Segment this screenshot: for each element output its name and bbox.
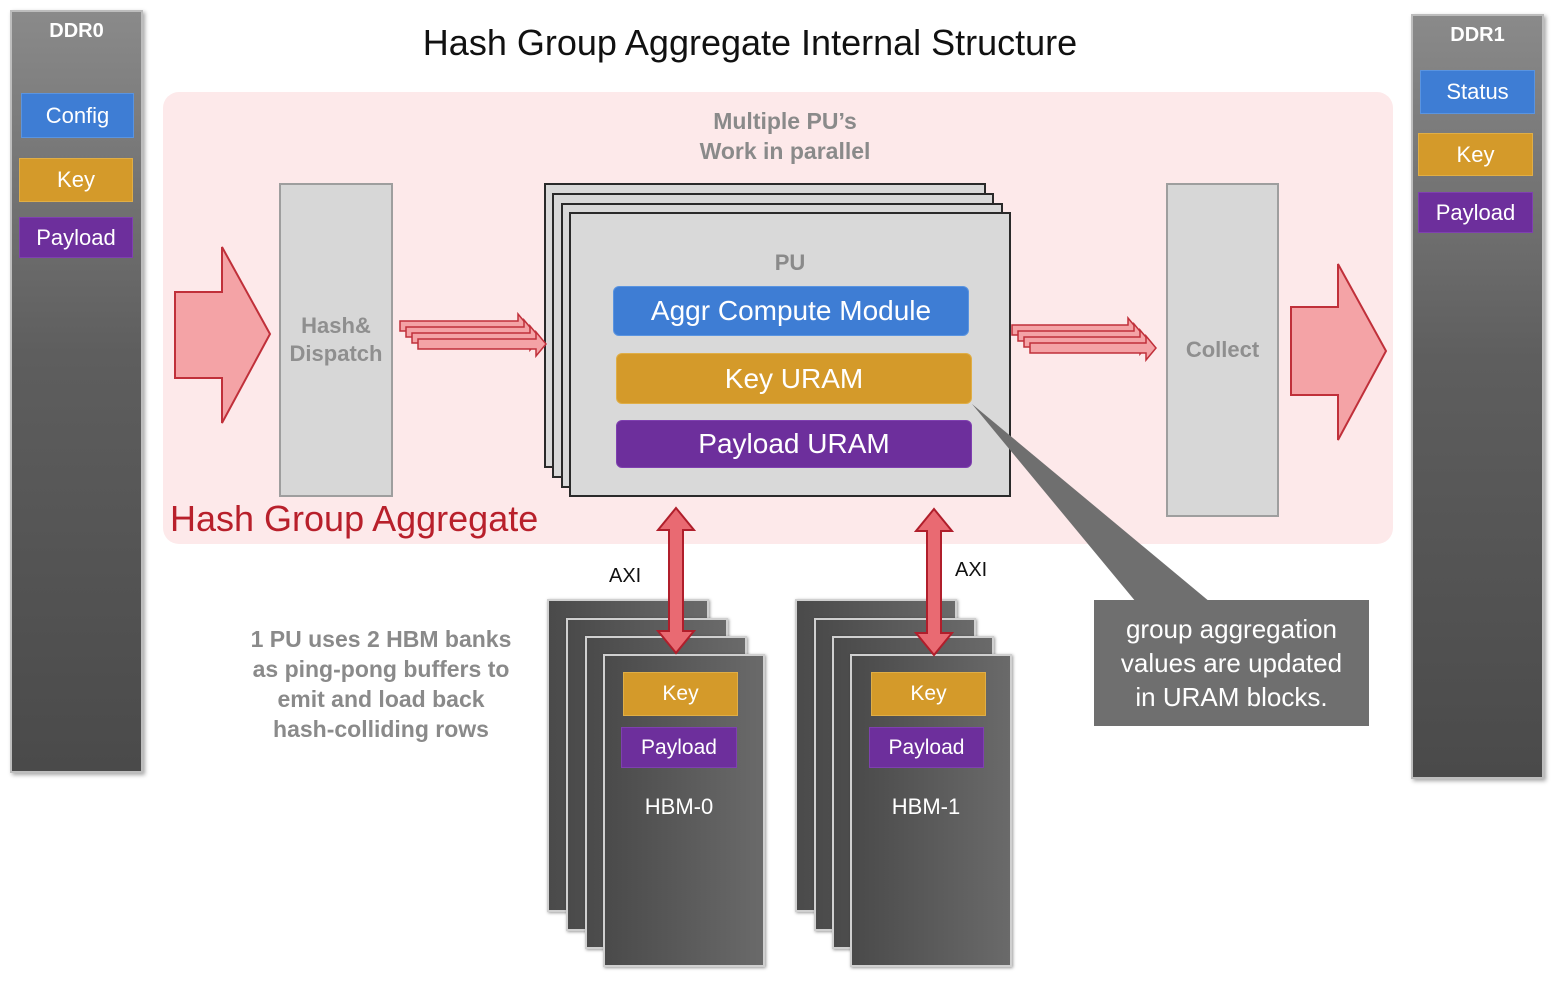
uram-update-callout: group aggregation values are updated in … (1094, 600, 1369, 726)
axi-label-hbm0: AXI (609, 565, 642, 587)
ddr0-key-tag: Key (19, 158, 133, 202)
hash-dispatch-line2: Dispatch (289, 341, 383, 366)
parallel-note-line1: Multiple PU’s (713, 108, 857, 134)
output-arrow (1290, 263, 1388, 441)
hash-dispatch-block: Hash& Dispatch (279, 183, 393, 497)
key-uram-module: Key URAM (616, 353, 972, 404)
hash-dispatch-line1: Hash& (301, 313, 371, 338)
dispatch-arrows (399, 311, 547, 359)
callout-line1: group aggregation (1125, 614, 1338, 644)
hbm0-key-tag: Key (623, 672, 738, 716)
hbm1-label: HBM-1 (891, 794, 961, 819)
hbm0-payload-tag: Payload (621, 727, 737, 768)
collect-arrows (1011, 315, 1157, 363)
hbm-note-line3: emit and load back (277, 686, 485, 712)
ddr1-label: DDR1 (1450, 24, 1505, 46)
aggr-compute-module: Aggr Compute Module (613, 286, 969, 336)
axi-label-hbm1: AXI (955, 559, 988, 581)
ddr1-status-tag: Status (1420, 70, 1535, 114)
hbm1-key-tag: Key (871, 672, 986, 716)
callout-line2: values are updated (1120, 648, 1343, 678)
callout-pointer (972, 404, 1210, 602)
hbm-note-line2: as ping-pong buffers to (252, 656, 510, 682)
pu-label: PU (774, 250, 806, 275)
input-arrow (174, 246, 272, 424)
axi-arrow-hbm1 (913, 507, 955, 657)
region-label: Hash Group Aggregate (170, 498, 539, 539)
parallel-note: Multiple PU’s Work in parallel (640, 106, 930, 166)
parallel-note-line2: Work in parallel (699, 138, 871, 164)
hbm0-label: HBM-0 (644, 794, 714, 819)
hbm-note-line4: hash-colliding rows (273, 716, 489, 742)
collect-block: Collect (1166, 183, 1279, 517)
axi-arrow-hbm0 (655, 506, 697, 655)
callout-line3: in URAM blocks. (1135, 682, 1328, 712)
hbm-note-line1: 1 PU uses 2 HBM banks (250, 626, 512, 652)
ddr1-payload-tag: Payload (1418, 192, 1533, 233)
diagram-title: Hash Group Aggregate Internal Structure (422, 22, 1078, 63)
hbm1-payload-tag: Payload (869, 727, 984, 768)
ddr0-payload-tag: Payload (19, 217, 133, 258)
ddr0-label: DDR0 (49, 20, 104, 42)
payload-uram-module: Payload URAM (616, 420, 972, 468)
ddr1-key-tag: Key (1418, 133, 1533, 176)
hbm-note: 1 PU uses 2 HBM banks as ping-pong buffe… (222, 624, 540, 744)
ddr0-config-tag: Config (21, 93, 134, 138)
